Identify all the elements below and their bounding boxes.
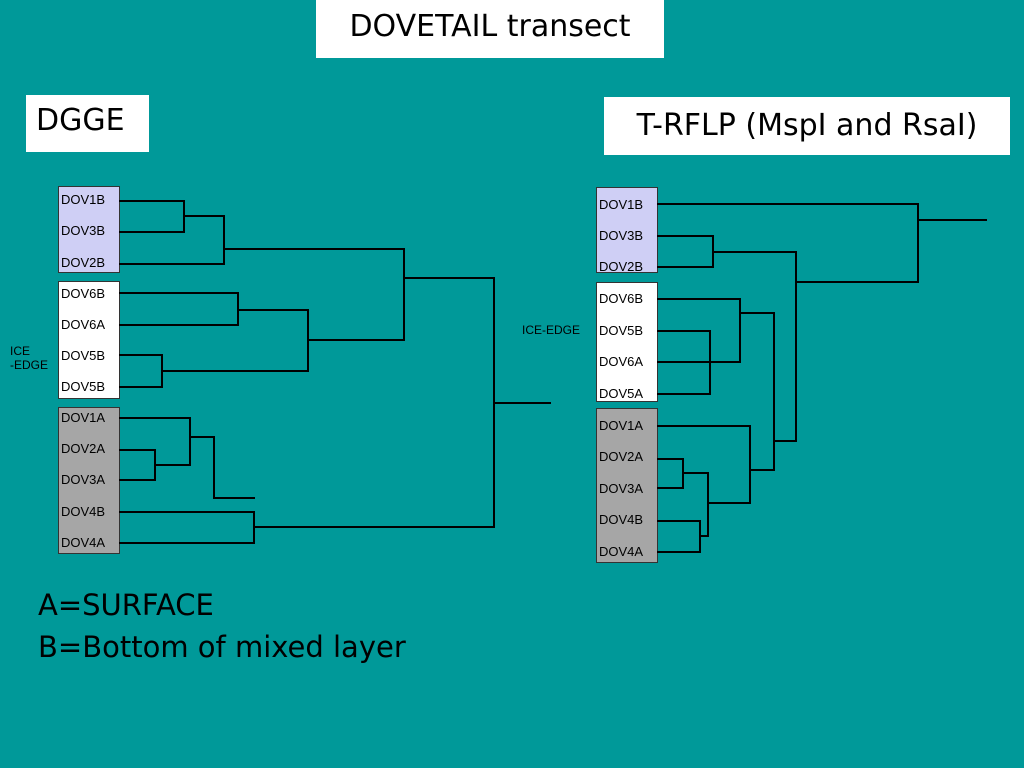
trflp-heading: T-RFLP (MspI and RsaI)	[604, 97, 1010, 155]
trflp-label: DOV4A	[599, 544, 644, 559]
trflp-group-bottom	[596, 187, 658, 273]
trflp-label: DOV2B	[599, 259, 644, 274]
trflp-label: DOV5B	[599, 323, 644, 338]
trflp-group-ice-edge	[596, 282, 658, 402]
trflp-label: DOV5A	[599, 386, 644, 401]
dgge-cluster-bottom	[119, 277, 551, 544]
dgge-group-ice-edge	[58, 281, 120, 399]
page-title: DOVETAIL transect	[316, 0, 664, 58]
dgge-label: DOV2B	[61, 255, 106, 270]
dgge-label: DOV4B	[61, 504, 106, 519]
dgge-label: DOV6A	[61, 317, 106, 332]
legend-bottom-mixed-layer: B=Bottom of mixed layer	[38, 630, 406, 664]
trflp-label: DOV4B	[599, 512, 644, 527]
trflp-label: DOV2A	[599, 449, 644, 464]
dgge-group-bottom	[58, 186, 120, 273]
dgge-label: DOV1A	[61, 410, 106, 425]
dgge-ice-edge-label: ICE -EDGE	[10, 344, 48, 372]
dgge-label: DOV5B	[61, 348, 106, 363]
legend-surface: A=SURFACE	[38, 588, 214, 622]
trflp-label: DOV6B	[599, 291, 644, 306]
dgge-label: DOV1B	[61, 192, 106, 207]
trflp-cluster-mid	[657, 298, 775, 395]
dgge-label: DOV2A	[61, 441, 106, 456]
dgge-label: DOV3B	[61, 223, 106, 238]
dgge-cluster-mid	[119, 248, 495, 388]
dgge-heading: DGGE	[26, 95, 149, 152]
trflp-cluster-top	[657, 203, 919, 268]
trflp-label: DOV6A	[599, 354, 644, 369]
dgge-label: DOV6B	[61, 286, 106, 301]
trflp-label: DOV3B	[599, 228, 644, 243]
trflp-label: DOV3A	[599, 481, 644, 496]
dgge-label: DOV5B	[61, 379, 106, 394]
trflp-label: DOV1B	[599, 197, 644, 212]
dgge-label: DOV3A	[61, 472, 106, 487]
dgge-ice-edge-line2: -EDGE	[10, 358, 49, 372]
trflp-cluster-bottom	[657, 203, 987, 553]
dgge-cluster-top	[119, 200, 405, 265]
trflp-group-surface	[596, 408, 658, 563]
dgge-ice-edge-line1: ICE	[10, 344, 31, 358]
dgge-label: DOV4A	[61, 535, 106, 550]
trflp-label: DOV1A	[599, 418, 644, 433]
trflp-ice-edge-label: ICE-EDGE	[522, 323, 581, 337]
